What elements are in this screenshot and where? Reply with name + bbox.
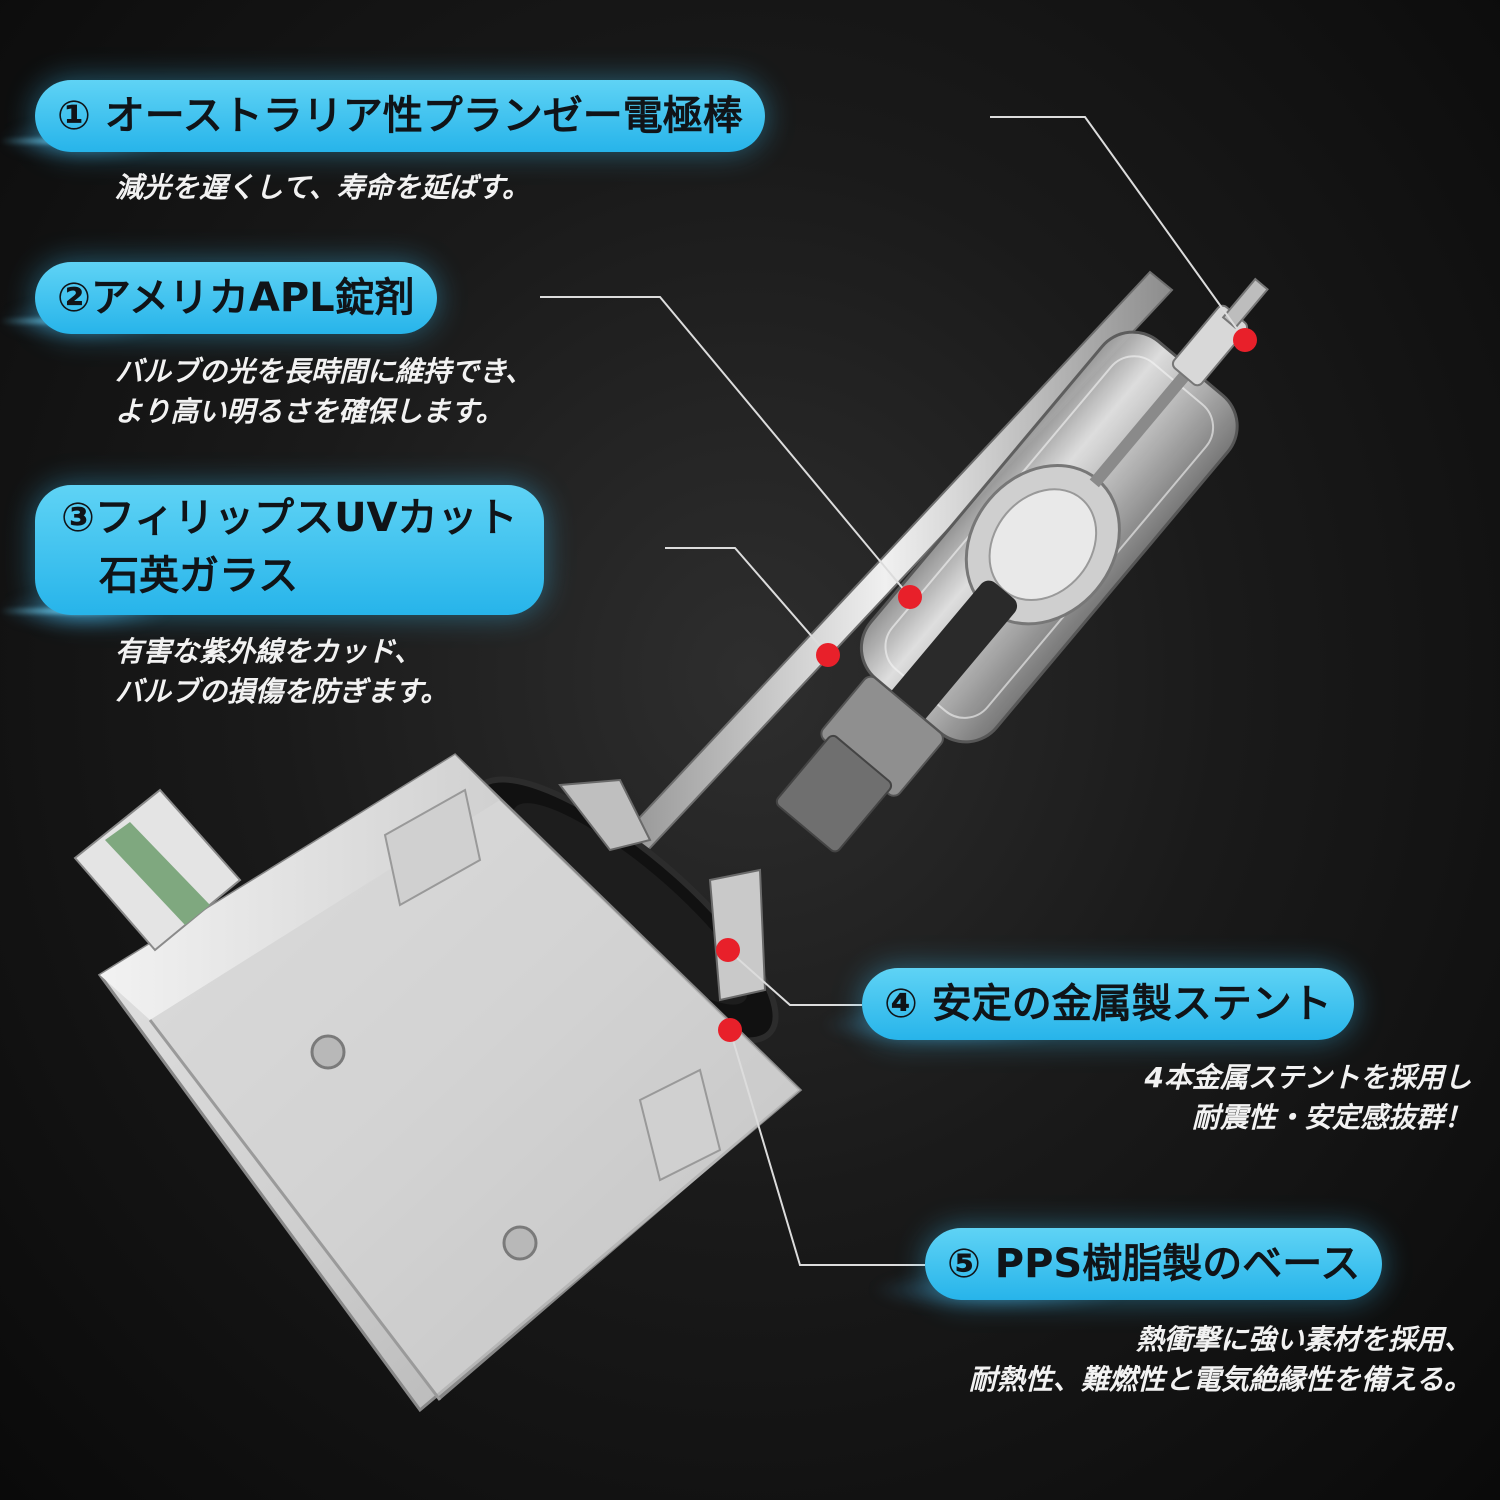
feature-3-description: 有害な紫外線をカッド、 バルブの損傷を防ぎます。 (115, 635, 449, 708)
feature-5-title: ⑤ PPS樹脂製のベース (925, 1228, 1383, 1300)
feature-2-title: ②アメリカAPL錠剤 (35, 262, 437, 334)
connector (73, 788, 242, 952)
quartz-glass-capsule (775, 277, 1269, 853)
feature-5-description: 熱衝撃に強い素材を採用、 耐熱性、難燃性と電気絶縁性を備える。 (968, 1323, 1472, 1396)
feature-3-title: ③フィリップスUVカット 石英ガラス (35, 485, 544, 615)
metal-stent (558, 778, 767, 1002)
feature-1-description: 減光を遅くして、寿命を延ばす。 (115, 171, 530, 204)
feature-4-description: 4本金属ステントを採用し 耐震性・安定感抜群！ (1144, 1061, 1472, 1134)
feature-2-description: バルブの光を長時間に維持でき、 より高い明るさを確保します。 (115, 355, 534, 428)
feature-1-title: ① オーストラリア性プランゼー電極棒 (35, 80, 765, 152)
marker-dots (716, 328, 1257, 1042)
feature-4-title: ④ 安定の金属製ステント (862, 968, 1354, 1040)
pps-resin-base (97, 753, 803, 1413)
